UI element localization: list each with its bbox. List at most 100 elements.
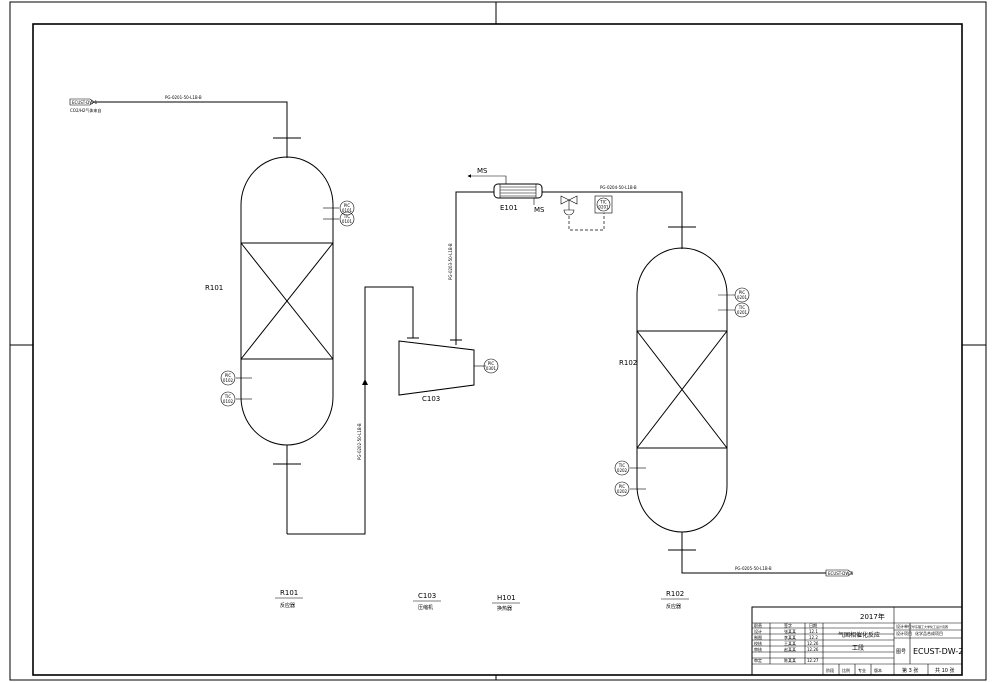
svg-text:0201: 0201 — [737, 310, 748, 315]
feed-tag-box — [69, 98, 95, 106]
reactor-r102: R102 — [619, 247, 728, 533]
compressor-c103: C103 — [398, 340, 486, 403]
tb-date: 12.26 — [807, 641, 819, 646]
svg-text:0201: 0201 — [737, 295, 748, 300]
title-year: 2017年 — [860, 612, 885, 621]
r102-label: R102 — [619, 359, 637, 367]
equipment-legend: R101 反应器 C103 压缩机 H101 换热器 R102 反应器 — [275, 589, 689, 612]
feed-pipe — [94, 101, 288, 158]
title-line-1: 气固相催化反应 — [838, 631, 880, 639]
svg-text:0101: 0101 — [342, 219, 353, 224]
tic-r102-bottom-instrument: TIC 0202 — [614, 460, 630, 476]
project-label: 设计单位 — [896, 623, 912, 629]
c103-e101-line-number: PG-0203-50-L1B-B — [448, 243, 453, 280]
svg-text:TIC: TIC — [343, 214, 351, 219]
drawing-number: ECUST-DW-2 — [913, 647, 963, 656]
tic-r102-top-instrument: TIC 0201 — [734, 302, 750, 318]
svg-text:0102: 0102 — [223, 378, 234, 383]
tb-date: 12.1 — [809, 629, 818, 634]
svg-text:R102: R102 — [666, 590, 684, 598]
feed-tag: ECUST-DW-1 — [72, 100, 98, 105]
tb-name: 赵某某 — [784, 646, 796, 652]
tb-name: 李某某 — [784, 634, 796, 640]
svg-text:R101: R101 — [280, 589, 298, 597]
header-role: 职责 — [754, 622, 762, 628]
tb-name: 张某某 — [784, 628, 796, 634]
tic-r101-top-instrument: TIC 0101 — [339, 211, 355, 227]
svg-text:0301: 0301 — [486, 366, 497, 371]
title-block: 2017年 职责 签字 日期 设计 张某某 12.1 制图 李某某 12.2 校… — [751, 606, 963, 676]
pipe-r101-to-c103: PG-0202-50-L1B-B — [273, 286, 419, 535]
svg-text:换热器: 换热器 — [497, 605, 512, 612]
r101-label: R101 — [205, 284, 223, 292]
header-name: 签字 — [784, 622, 792, 628]
outlet-line-number: PG-0205-50-L1B-B — [735, 566, 772, 571]
svg-text:C103: C103 — [418, 592, 436, 600]
legend-item: C103 压缩机 — [413, 592, 441, 611]
bottom-cell: 版本 — [874, 667, 882, 673]
feed-note: CO2/H2气体来自 — [70, 107, 101, 113]
svg-text:0201: 0201 — [598, 205, 609, 210]
title-line-2: 工段 — [852, 644, 864, 652]
control-valve — [560, 195, 570, 205]
svg-text:反应器: 反应器 — [280, 602, 295, 609]
valve-actuator — [563, 209, 575, 216]
school-name: 华东理工大学化工设计竞赛 — [912, 624, 948, 629]
pipe-c103-to-e101: PG-0203-50-L1B-B — [448, 191, 494, 345]
svg-text:TIC: TIC — [224, 394, 232, 399]
pic-r101-top-instrument: PIC 0101 — [339, 200, 355, 216]
pic-r101-bottom-instrument: PIC 0102 — [220, 370, 236, 386]
svg-text:压缩机: 压缩机 — [418, 604, 433, 611]
tb-date: 12.2 — [809, 635, 818, 640]
bottom-cell: 比例 — [842, 667, 850, 673]
tb-name: 陈某某 — [784, 657, 796, 663]
tb-role: 制图 — [754, 634, 762, 640]
svg-text:0202: 0202 — [617, 489, 628, 494]
legend-item: H101 换热器 — [492, 594, 520, 612]
sheet-total: 共 10 张 — [935, 667, 955, 674]
svg-text:TIC: TIC — [738, 305, 746, 310]
sheet-border — [9, 1, 987, 681]
bottom-cell: 专业 — [858, 667, 866, 673]
header-date: 日期 — [809, 622, 817, 628]
pipe-e101-to-r102: PG-0204-50-L1B-B — [542, 185, 696, 249]
svg-text:0102: 0102 — [223, 399, 234, 404]
svg-text:0202: 0202 — [617, 468, 628, 473]
r102-instruments — [630, 294, 735, 490]
svg-text:反应器: 反应器 — [666, 603, 681, 610]
ms-outlet-label: MS — [534, 206, 545, 214]
outlet-tag: ECUST-DW-3 — [828, 571, 854, 576]
pic-c103-instrument: PIC 0301 — [483, 358, 499, 374]
svg-text:TIC: TIC — [618, 463, 626, 468]
tic-e101-instrument: TIC 0201 — [594, 195, 613, 214]
legend-item: R102 反应器 — [661, 590, 689, 610]
tb-date: 12.26 — [807, 647, 819, 652]
svg-text:PIC: PIC — [619, 484, 626, 489]
c103-label: C103 — [422, 395, 440, 403]
tb-date: 12.27 — [807, 658, 819, 663]
svg-text:PIC: PIC — [225, 373, 232, 378]
exchanger-e101: E101 MS MS — [467, 167, 545, 214]
svg-text:0101: 0101 — [342, 208, 353, 213]
outlet-stream: PG-0205-50-L1B-B ECUST-DW-3 — [668, 532, 854, 577]
feed-line-number: PG-0201-50-L1B-B — [165, 95, 202, 100]
pic-r102-top-instrument: PIC 0201 — [734, 287, 750, 303]
feed-stream: ECUST-DW-1 CO2/H2气体来自 PG-0201-50-L1B-B — [69, 95, 301, 158]
tb-role: 校核 — [754, 640, 762, 646]
svg-text:PIC: PIC — [739, 290, 746, 295]
team-label: 设计项目 — [896, 630, 912, 636]
sheet-number: 第 3 张 — [902, 667, 918, 674]
svg-text:PIC: PIC — [488, 361, 495, 366]
svg-text:PIC: PIC — [344, 203, 351, 208]
pic-r102-bottom-instrument: PIC 0202 — [614, 481, 630, 497]
team-name: 化学品合成项目 — [915, 630, 943, 636]
tb-role: 审定 — [754, 657, 762, 663]
e101-label: E101 — [500, 204, 518, 212]
r101-c103-line-number: PG-0202-50-L1B-B — [357, 423, 362, 460]
tb-role: 设计 — [754, 628, 762, 634]
legend-item: R101 反应器 — [275, 589, 303, 609]
tb-name: 王某某 — [784, 640, 796, 646]
ms-inlet-label: MS — [477, 167, 488, 175]
e101-r102-line-number: PG-0204-50-L1B-B — [600, 185, 637, 190]
